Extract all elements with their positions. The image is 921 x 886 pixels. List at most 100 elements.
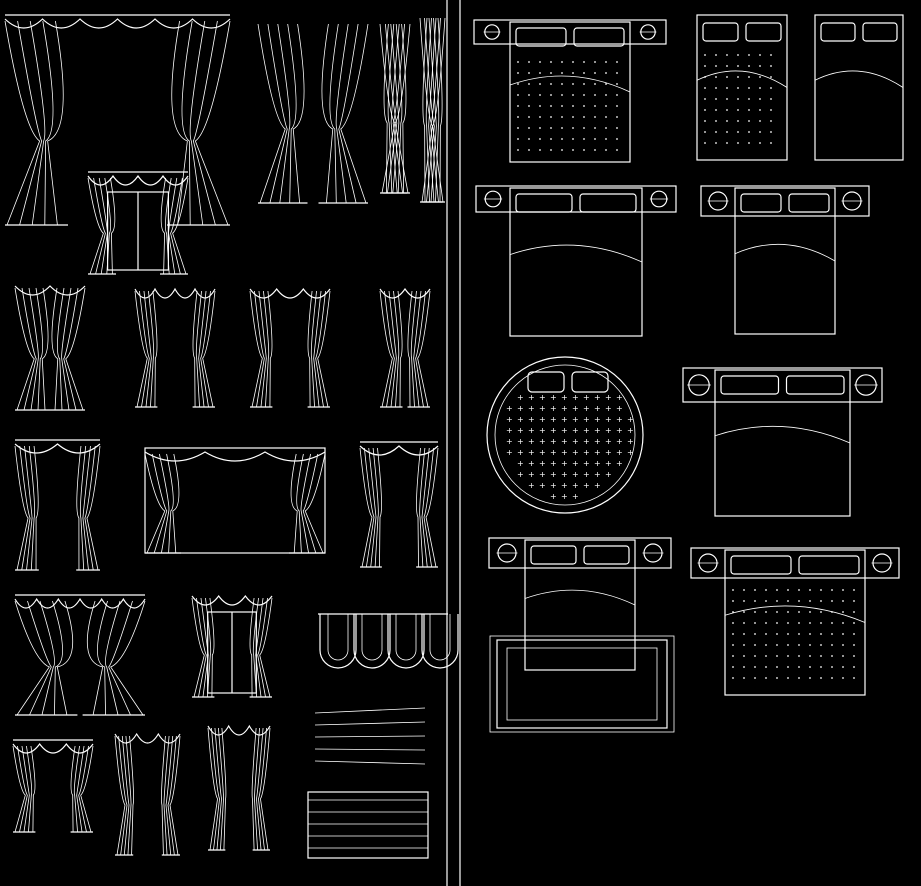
curtain-block	[257, 23, 369, 204]
svg-text:+: +	[583, 426, 590, 435]
svg-text:+: +	[583, 448, 590, 457]
svg-text:+: +	[561, 481, 568, 490]
svg-text:+: +	[627, 415, 634, 424]
svg-text:+: +	[561, 404, 568, 413]
svg-text:+: +	[616, 459, 623, 468]
svg-text:+: +	[572, 426, 579, 435]
svg-text:+: +	[550, 415, 557, 424]
svg-text:+: +	[517, 426, 524, 435]
rug	[489, 635, 675, 733]
svg-text:+: +	[539, 393, 546, 402]
curtain-block	[144, 447, 326, 554]
svg-text:+: +	[583, 437, 590, 446]
svg-text:+: +	[528, 415, 535, 424]
bed-block	[700, 185, 870, 335]
svg-text:+: +	[528, 426, 535, 435]
svg-text:+: +	[605, 404, 612, 413]
svg-text:+: +	[594, 481, 601, 490]
svg-text:+: +	[572, 415, 579, 424]
svg-text:+: +	[572, 459, 579, 468]
svg-text:+: +	[517, 415, 524, 424]
bed-block	[682, 367, 883, 517]
blind-blocks	[307, 707, 429, 859]
svg-text:+: +	[506, 437, 513, 446]
svg-text:+: +	[517, 448, 524, 457]
curtain-block	[14, 439, 101, 571]
svg-text:+: +	[594, 426, 601, 435]
svg-text:+: +	[583, 459, 590, 468]
svg-text:+: +	[627, 426, 634, 435]
curtain-block	[114, 732, 181, 856]
svg-text:+: +	[561, 459, 568, 468]
svg-text:+: +	[605, 448, 612, 457]
svg-text:+: +	[550, 481, 557, 490]
svg-text:+: +	[517, 470, 524, 479]
svg-text:+: +	[550, 393, 557, 402]
bed-block	[696, 14, 788, 161]
bed-block	[473, 19, 667, 163]
svg-text:+: +	[561, 426, 568, 435]
svg-text:+: +	[506, 426, 513, 435]
svg-text:+: +	[561, 393, 568, 402]
svg-text:+: +	[616, 393, 623, 402]
svg-text:+: +	[528, 393, 535, 402]
svg-text:+: +	[528, 437, 535, 446]
svg-text:+: +	[572, 492, 579, 501]
svg-text:+: +	[627, 448, 634, 457]
svg-text:+: +	[605, 437, 612, 446]
svg-text:+: +	[583, 393, 590, 402]
svg-text:+: +	[594, 470, 601, 479]
curtain-block	[191, 594, 273, 698]
svg-text:+: +	[539, 426, 546, 435]
panel-divider	[446, 0, 461, 886]
svg-text:+: +	[594, 437, 601, 446]
svg-text:+: +	[605, 393, 612, 402]
svg-text:+: +	[583, 470, 590, 479]
svg-text:+: +	[594, 448, 601, 457]
swag-valance	[318, 613, 459, 669]
svg-text:+: +	[605, 459, 612, 468]
svg-text:+: +	[539, 470, 546, 479]
svg-text:+: +	[572, 470, 579, 479]
svg-text:+: +	[539, 404, 546, 413]
curtain-block	[4, 14, 231, 226]
svg-text:+: +	[616, 404, 623, 413]
svg-text:+: +	[561, 470, 568, 479]
svg-text:+: +	[616, 437, 623, 446]
curtain-block	[379, 287, 431, 408]
curtain-block	[379, 23, 411, 194]
round-bed: + + + + + + + + + + + + + + + + + + + + + + + + + + + + + + + + + + + + + + + +…	[486, 356, 644, 514]
curtain-block	[359, 441, 439, 568]
svg-text:+: +	[605, 426, 612, 435]
curtain-block	[249, 287, 331, 408]
svg-text:+: +	[550, 437, 557, 446]
svg-text:+: +	[572, 393, 579, 402]
svg-text:+: +	[561, 437, 568, 446]
svg-text:+: +	[528, 404, 535, 413]
svg-text:+: +	[594, 459, 601, 468]
svg-text:+: +	[528, 459, 535, 468]
svg-text:+: +	[550, 459, 557, 468]
svg-text:+: +	[517, 437, 524, 446]
svg-text:+: +	[616, 415, 623, 424]
svg-text:+: +	[506, 448, 513, 457]
bed-block	[488, 537, 672, 671]
svg-text:+: +	[616, 448, 623, 457]
svg-text:+: +	[605, 470, 612, 479]
svg-text:+: +	[550, 448, 557, 457]
svg-text:+: +	[528, 481, 535, 490]
svg-text:+: +	[561, 448, 568, 457]
svg-text:+: +	[594, 393, 601, 402]
svg-text:+: +	[561, 415, 568, 424]
svg-text:+: +	[550, 470, 557, 479]
svg-text:+: +	[572, 481, 579, 490]
curtain-block	[12, 739, 94, 833]
svg-text:+: +	[528, 448, 535, 457]
svg-text:+: +	[594, 404, 601, 413]
svg-text:+: +	[539, 448, 546, 457]
svg-text:+: +	[583, 481, 590, 490]
svg-text:+: +	[605, 415, 612, 424]
svg-text:+: +	[539, 437, 546, 446]
svg-text:+: +	[572, 437, 579, 446]
